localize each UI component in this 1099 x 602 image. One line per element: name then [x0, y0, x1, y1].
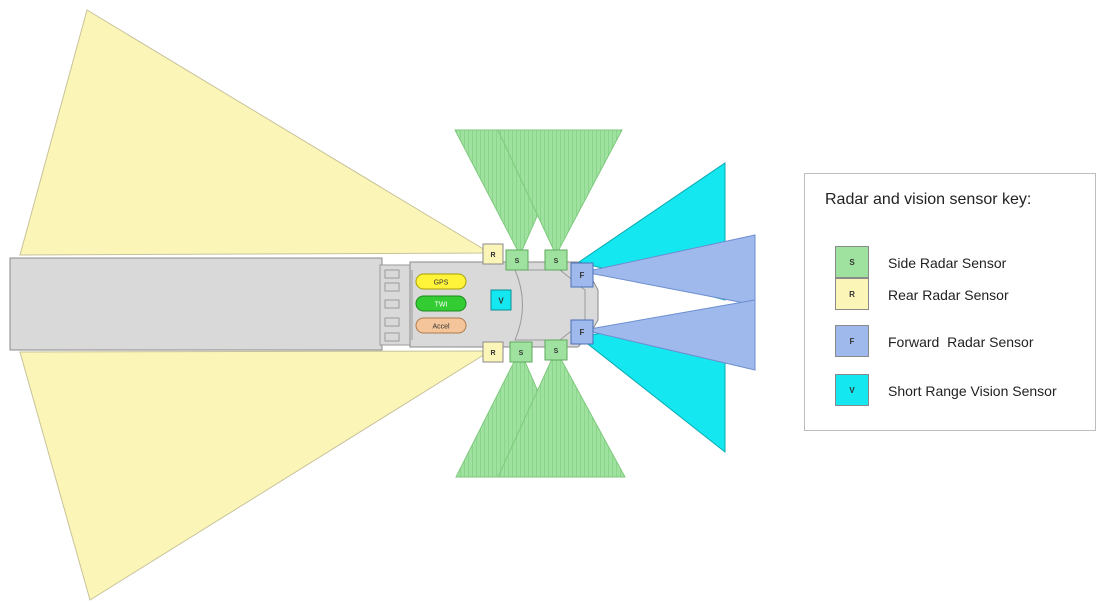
twi-unit: TWI	[415, 295, 467, 312]
cab-outline	[514, 269, 586, 341]
legend-item-vision: V Short Range Vision Sensor	[835, 374, 1090, 408]
side-radar-coverage-upper-right	[497, 129, 623, 257]
forward-radar-sensor-lower: F	[570, 319, 594, 345]
svg-text:F: F	[580, 271, 585, 280]
legend-swatch: S	[835, 246, 869, 278]
legend-label: Short Range Vision Sensor	[888, 383, 1057, 399]
legend-label: Forward Radar Sensor	[888, 334, 1034, 350]
legend-title: Radar and vision sensor key:	[825, 191, 1032, 208]
legend-label: Side Radar Sensor	[888, 255, 1007, 271]
side-radar-sensor-upper-right: S	[544, 249, 568, 271]
frame-rails	[384, 269, 400, 342]
sensor-key-legend: Radar and vision sensor key: S Side Rada…	[804, 173, 1096, 431]
svg-text:V: V	[498, 297, 504, 306]
forward-radar-coverage-upper	[583, 234, 756, 306]
legend-label: Rear Radar Sensor	[888, 287, 1009, 303]
svg-text:R: R	[490, 252, 495, 259]
accel-unit: Accel	[415, 317, 467, 334]
forward-radar-coverage-lower	[583, 299, 756, 371]
legend-item-forward-radar: F Forward Radar Sensor	[835, 325, 1090, 359]
side-radar-coverage-lower-right	[497, 348, 626, 478]
forward-radar-sensor-upper: F	[570, 262, 594, 288]
trailer	[9, 257, 383, 351]
legend-swatch: F	[835, 325, 869, 357]
svg-text:S: S	[515, 258, 520, 265]
vision-sensor: V	[490, 289, 512, 311]
svg-text:S: S	[554, 258, 559, 265]
twi-label: TWI	[435, 302, 448, 309]
svg-text:S: S	[519, 350, 524, 357]
svg-text:R: R	[490, 350, 495, 357]
gps-label: GPS	[434, 280, 449, 287]
side-radar-sensor-lower-left: S	[509, 341, 533, 363]
legend-item-side-radar: S Side Radar Sensor	[835, 246, 1090, 280]
rear-radar-sensor-lower: R	[482, 341, 504, 363]
legend-swatch: R	[835, 278, 869, 310]
legend-swatch: V	[835, 374, 869, 406]
gps-unit: GPS	[415, 273, 467, 290]
rear-radar-coverage-upper	[19, 9, 492, 256]
side-radar-sensor-upper-left: S	[505, 249, 529, 271]
svg-text:F: F	[580, 328, 585, 337]
legend-item-rear-radar: R Rear Radar Sensor	[835, 278, 1090, 312]
accel-label: Accel	[432, 324, 450, 331]
rear-radar-sensor-upper: R	[482, 243, 504, 265]
side-radar-sensor-lower-right: S	[544, 339, 568, 361]
rear-radar-coverage-lower	[19, 350, 492, 601]
svg-text:S: S	[554, 348, 559, 355]
